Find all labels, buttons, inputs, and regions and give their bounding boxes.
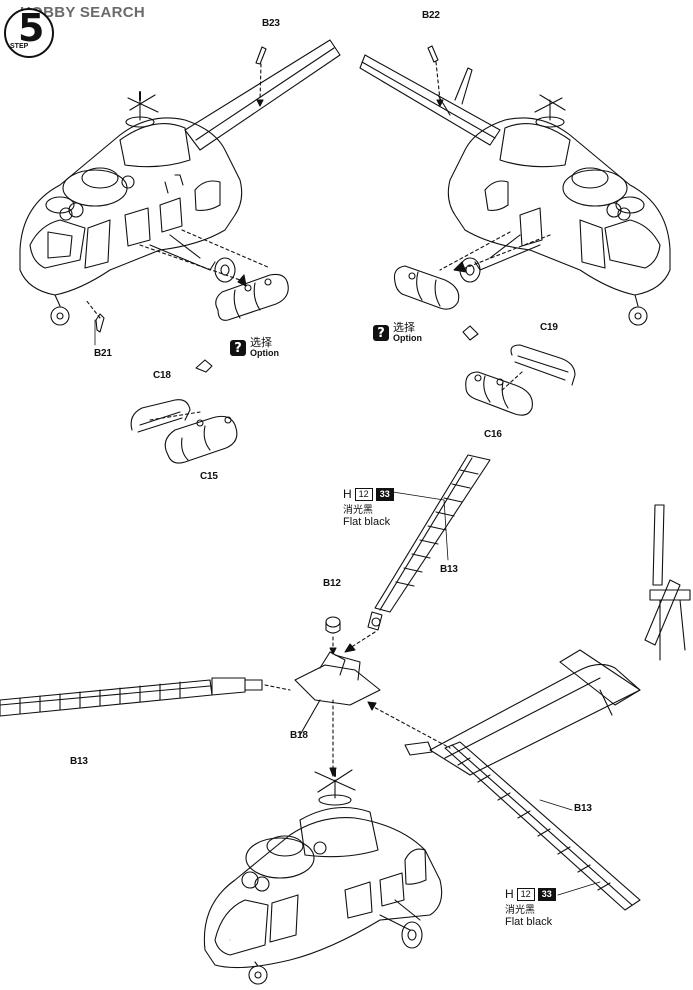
step-number: 5 bbox=[18, 6, 45, 50]
fuel-tank-left-attached bbox=[215, 273, 289, 321]
part-label-b13-right: B13 bbox=[574, 803, 592, 814]
fuel-tank-right-attached bbox=[393, 265, 460, 310]
watermark-text: HOBBY SEARCH bbox=[20, 4, 146, 21]
step-label: STEP bbox=[10, 43, 29, 50]
part-label-b13-left: B13 bbox=[70, 756, 88, 767]
part-label-b18: B18 bbox=[290, 730, 308, 741]
part-label-c16: C16 bbox=[484, 429, 502, 440]
fuel-tank-assembly-right bbox=[462, 325, 576, 416]
leader-lines bbox=[94, 319, 601, 941]
fuel-tank-assembly-left bbox=[130, 359, 238, 464]
paint-name-zh: 消光黑 bbox=[343, 505, 373, 516]
part-label-b21: B21 bbox=[94, 348, 112, 359]
option-label-en: Option bbox=[250, 348, 279, 358]
option-label-zh: 选择 bbox=[393, 321, 415, 334]
paint-letter: H bbox=[343, 487, 352, 501]
paint-code-2: 33 bbox=[375, 487, 394, 501]
option-label-en: Option bbox=[393, 333, 422, 343]
paint-name-en: Flat black bbox=[505, 916, 553, 928]
paint-code-1: 12 bbox=[354, 487, 373, 501]
option-label-zh: 选择 bbox=[250, 336, 272, 349]
paint-callout-top: H 12 33 消光黑 Flat black bbox=[343, 487, 394, 528]
part-label-b22: B22 bbox=[422, 10, 440, 21]
helicopter-right-top bbox=[359, 45, 671, 326]
rotor-head-assembly bbox=[294, 616, 451, 777]
tail-boom-bottom bbox=[429, 504, 691, 776]
rotor-blade-right bbox=[404, 741, 641, 911]
helicopter-bottom bbox=[203, 769, 443, 985]
paint-callout-bottom: H 12 33 消光黑 Flat black bbox=[505, 887, 556, 928]
part-label-b13-top: B13 bbox=[440, 564, 458, 575]
paint-name-zh: 消光黑 bbox=[505, 905, 535, 916]
part-label-c19: C19 bbox=[540, 322, 558, 333]
step-badge: 5 STEP bbox=[4, 6, 54, 58]
question-icon: ? bbox=[230, 340, 246, 356]
paint-name-en: Flat black bbox=[343, 516, 391, 528]
rotor-blade-top bbox=[344, 454, 491, 653]
part-label-c15: C15 bbox=[200, 471, 218, 482]
rotor-blade-left bbox=[0, 677, 291, 717]
question-icon: ? bbox=[373, 325, 389, 341]
option-callout-left: ? 选择 Option bbox=[230, 337, 279, 359]
option-callout-right: ? 选择 Option bbox=[373, 322, 422, 344]
helicopter-left-top bbox=[19, 39, 341, 333]
paint-code-2: 33 bbox=[537, 887, 556, 901]
part-label-b23: B23 bbox=[262, 18, 280, 29]
part-label-c18: C18 bbox=[153, 370, 171, 381]
paint-letter: H bbox=[505, 887, 514, 901]
part-label-b12: B12 bbox=[323, 578, 341, 589]
paint-code-1: 12 bbox=[516, 887, 535, 901]
